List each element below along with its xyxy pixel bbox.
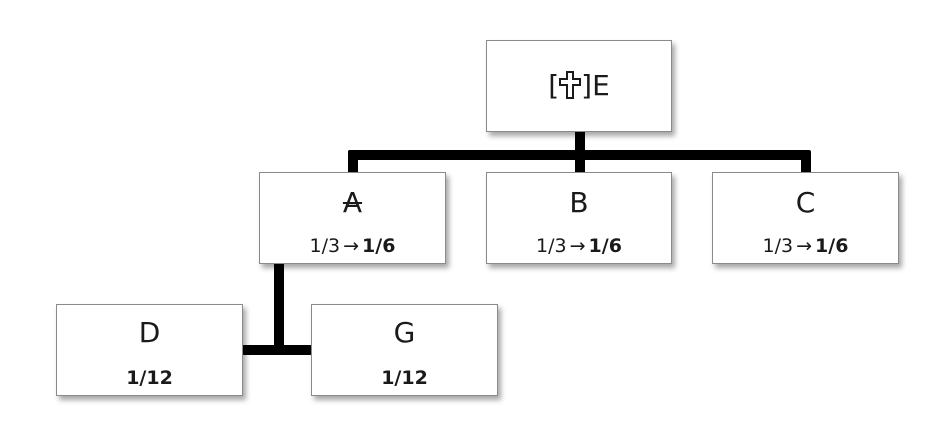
node-g-label: G [393,316,416,349]
node-e: []E [486,40,672,132]
node-d-label: D [138,316,161,349]
branch-a [348,150,358,175]
node-c: C 1/3→1/6 [712,172,899,264]
node-a: A 1/3→1/6 [259,172,446,264]
node-g-share: 1/12 [381,367,428,389]
node-c-share: 1/3→1/6 [762,235,849,257]
node-e-label: []E [548,69,610,104]
branch-b [575,150,585,175]
node-a-label: A [342,186,363,219]
cross-icon [559,71,582,104]
node-d: D 1/12 [56,304,243,396]
node-b: B 1/3→1/6 [486,172,672,264]
node-g: G 1/12 [311,304,498,396]
a-stem [274,262,284,354]
node-b-label: B [569,186,589,219]
root-stem [575,130,585,160]
node-c-label: C [795,186,816,219]
node-d-share: 1/12 [126,367,173,389]
node-b-share: 1/3→1/6 [536,235,622,257]
d-g-bar [242,345,312,355]
branch-c [801,150,811,175]
node-a-share: 1/3→1/6 [309,235,396,257]
